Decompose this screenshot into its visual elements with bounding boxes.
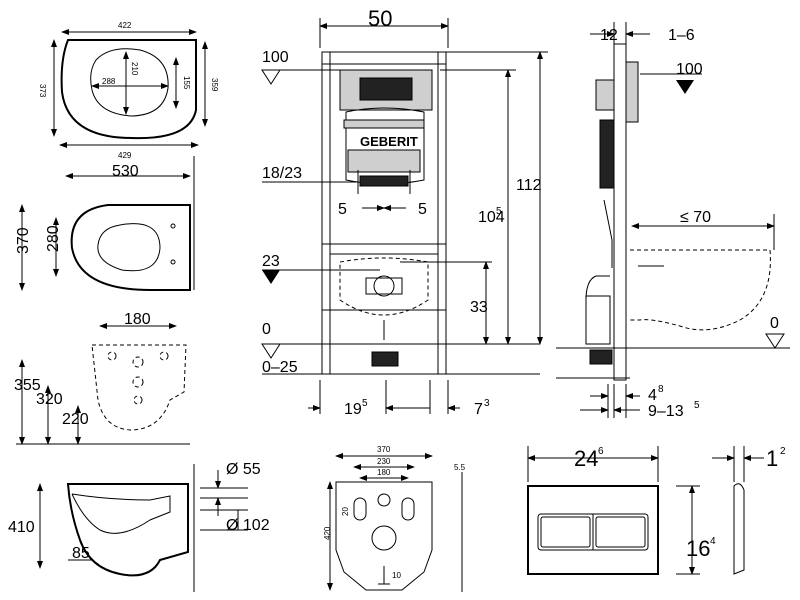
mat-total-width: 370 bbox=[377, 445, 391, 454]
level-marker-top bbox=[261, 69, 281, 85]
side-frame-depth: 12 bbox=[600, 27, 618, 44]
bowl-rear-view: 180 355 320 220 bbox=[14, 311, 190, 445]
frame-brand: GEBERIT bbox=[360, 134, 418, 149]
side-frame-adjust: 1–6 bbox=[668, 27, 695, 44]
side-height: 410 bbox=[8, 519, 35, 536]
side-level-top: 100 bbox=[676, 61, 703, 78]
seat-height-left: 373 bbox=[38, 84, 47, 98]
frame-level-top: 100 bbox=[262, 49, 289, 66]
mat-thickness: 5.5 bbox=[454, 463, 466, 472]
side-bottom-1-sup: 8 bbox=[658, 384, 664, 395]
seat-width-bottom: 429 bbox=[118, 151, 132, 160]
rear-height-3: 220 bbox=[62, 411, 89, 428]
seat-width-top: 422 bbox=[118, 21, 132, 30]
frame-outlet-height: 33 bbox=[470, 299, 488, 316]
flush-plate-view: 24 6 16 4 1 2 bbox=[527, 446, 786, 575]
frame-install-height-sup: 5 bbox=[496, 206, 502, 217]
sound-mat-view: 370 230 180 420 20 5.5 10 bbox=[323, 445, 466, 592]
frame-install-height: 104 bbox=[478, 209, 505, 226]
frame-total-height: 112 bbox=[516, 177, 542, 194]
frame-bottom-right-sup: 3 bbox=[484, 398, 490, 409]
frame-level-mid: 23 bbox=[262, 253, 280, 270]
mat-bottom: 10 bbox=[392, 571, 401, 580]
bowl-top-view: 530 370 280 bbox=[15, 156, 195, 291]
side-pipe-diameter-small: Ø 55 bbox=[226, 461, 261, 478]
frame-bottom-right: 7 bbox=[474, 401, 483, 418]
seat-inner-width: 288 bbox=[102, 77, 116, 86]
frame-bottom-left-sup: 5 bbox=[362, 398, 368, 409]
plate-height-sup: 4 bbox=[710, 536, 716, 547]
frame-right-offset: 5 bbox=[418, 201, 427, 218]
plate-width: 24 bbox=[574, 446, 598, 471]
bowl-width: 370 bbox=[15, 227, 32, 254]
frame-bottom-left: 19 bbox=[344, 401, 362, 418]
bowl-length: 530 bbox=[112, 163, 139, 180]
frame-level-zero: 0 bbox=[262, 321, 271, 338]
mat-height: 420 bbox=[323, 526, 332, 540]
plate-width-sup: 6 bbox=[598, 446, 604, 457]
seat-inner-height: 210 bbox=[130, 62, 139, 76]
side-pipe-diameter-large: Ø 102 bbox=[226, 517, 270, 534]
rear-height-2: 320 bbox=[36, 391, 63, 408]
seat-height-right: 359 bbox=[210, 78, 219, 92]
rear-height-1: 355 bbox=[14, 377, 41, 394]
flush-plate-outline bbox=[527, 485, 659, 575]
seat-inner-side: 155 bbox=[182, 76, 191, 90]
frame-front-view: 50 GEBERIT 100 23 0 0–25 18/23 bbox=[261, 6, 548, 418]
mat-inner-width: 180 bbox=[377, 468, 391, 477]
bowl-inner-width: 280 bbox=[45, 225, 62, 252]
mat-side: 20 bbox=[341, 507, 350, 516]
bowl-side-view: 410 85 Ø 55 Ø 102 bbox=[8, 461, 270, 592]
frame-floor-range: 0–25 bbox=[262, 359, 298, 376]
mat-mid-width: 230 bbox=[377, 457, 391, 466]
side-bottom-2-sup: 5 bbox=[694, 400, 700, 411]
side-bottom-1: 4 bbox=[648, 387, 657, 404]
frame-left-offset: 5 bbox=[338, 201, 347, 218]
seat-top-view: 422 429 373 359 288 210 155 bbox=[38, 21, 219, 160]
plate-height: 16 bbox=[686, 536, 710, 561]
side-offset: 85 bbox=[72, 545, 90, 562]
frame-width: 50 bbox=[368, 6, 392, 31]
side-level-zero: 0 bbox=[770, 315, 779, 332]
frame-bolt-spacing: 18/23 bbox=[262, 165, 302, 182]
plate-depth: 1 bbox=[766, 446, 778, 471]
frame-side-view: 12 1–6 100 ≤ 70 0 4 8 9–13 5 bbox=[556, 22, 790, 420]
plate-depth-sup: 2 bbox=[780, 446, 786, 457]
side-bottom-2: 9–13 bbox=[648, 403, 684, 420]
rear-hole-spacing: 180 bbox=[124, 311, 151, 328]
side-max-projection: ≤ 70 bbox=[680, 209, 711, 226]
